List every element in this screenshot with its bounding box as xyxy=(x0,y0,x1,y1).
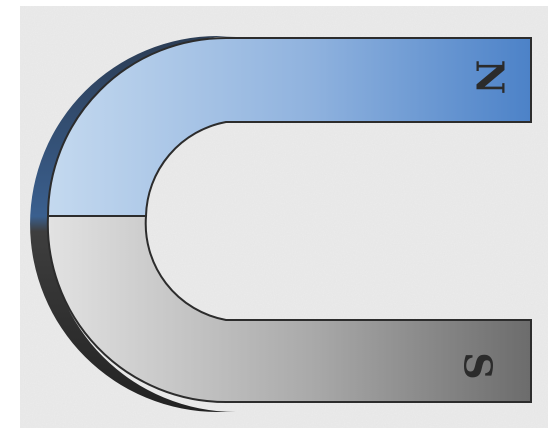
south-pole-label: S xyxy=(456,352,501,379)
north-pole-label: N xyxy=(468,60,513,95)
